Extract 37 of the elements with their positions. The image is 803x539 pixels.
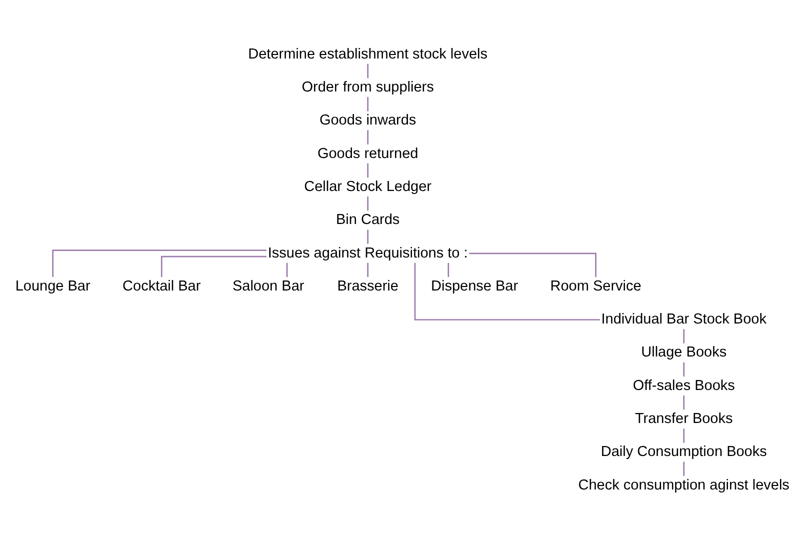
connector [367,162,368,178]
node-text: Dispense Bar [431,278,518,294]
connector [683,461,685,476]
connector [469,252,596,277]
node-text: Saloon Bar [232,278,304,294]
node-text: Cellar Stock Ledger [304,178,432,194]
node-text: Room Service [550,278,642,294]
connector [367,130,368,144]
connector [683,394,685,410]
connector [683,362,685,376]
node-text: Lounge Bar [15,278,90,294]
node-text: Off-sales Books [632,377,735,394]
connector [683,428,685,442]
node-text: Check consumption aginst levels [578,476,790,493]
connector [683,328,685,343]
node-text: Ullage Books [641,344,727,360]
connector [367,196,368,210]
connector [414,262,600,320]
connector [367,96,368,111]
node-text: Issues against Requisitions to : [268,244,468,261]
node-text: Determine establishment stock levels [248,46,488,62]
connector [52,249,266,277]
node-text: Individual Bar Stock Book [601,311,766,328]
node-text: Brasserie [337,278,398,294]
connector [367,262,368,277]
node-text: Goods inwards [319,112,416,128]
node-text: Order from suppliers [302,78,434,95]
node-text: Transfer Books [634,410,733,427]
connector [367,229,368,244]
connector [160,255,267,277]
node-text: Goods returned [317,145,418,162]
node-text: Daily Consumption Books [600,444,767,460]
node-text: Bin Cards [336,212,400,228]
node-text: Cocktail Bar [122,278,201,294]
connector [448,262,450,277]
connector [367,63,368,78]
connector [286,262,288,277]
